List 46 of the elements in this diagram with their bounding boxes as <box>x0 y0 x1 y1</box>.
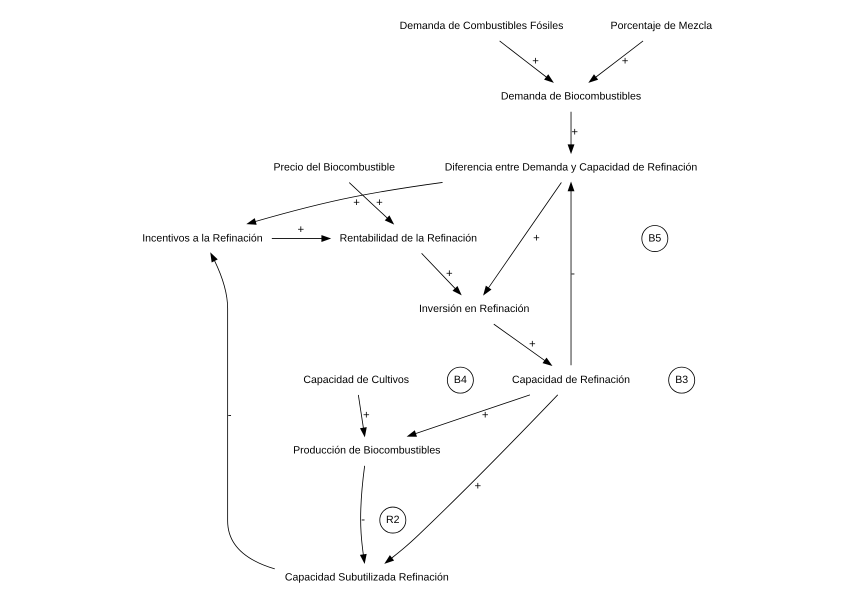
arrow <box>348 182 394 225</box>
node-text: Diferencia entre Demanda y Capacidad de Refinación <box>444 162 698 174</box>
edge-label: - <box>361 514 366 526</box>
node-text: Precio del Biocombustible <box>273 162 396 174</box>
node-text: Porcentaje de Mezcla <box>610 20 712 32</box>
edge-label: + <box>298 224 304 236</box>
arrow <box>568 181 574 366</box>
arrow <box>406 394 530 437</box>
edge-label: + <box>622 56 628 68</box>
node-text: Demanda de Combustibles Fósiles <box>400 20 564 32</box>
arrow <box>568 111 574 154</box>
edge-label: + <box>353 197 360 210</box>
arrow <box>384 394 558 564</box>
arrow <box>493 324 552 366</box>
node-text: Capacidad de Refinación <box>512 374 630 386</box>
edge-label: - <box>228 410 232 422</box>
node-text: Demanda de Biocombustibles <box>500 90 642 103</box>
edge-label: + <box>533 232 540 245</box>
arrow <box>210 252 276 570</box>
node-circle: B5 <box>641 225 668 252</box>
edge-label: + <box>532 56 539 68</box>
edge-label: + <box>376 197 383 210</box>
node-circle: R2 <box>379 506 406 534</box>
node-circle: B3 <box>668 366 696 394</box>
arrow <box>499 40 554 83</box>
arrow <box>360 465 367 564</box>
node-text: Rentabilidad de la Refinación <box>340 232 477 244</box>
arrow <box>246 182 443 225</box>
arrow <box>483 182 562 296</box>
edge-label: + <box>571 126 578 138</box>
node-text: Capacidad de Cultivos <box>303 374 410 386</box>
arrow <box>358 394 367 438</box>
node-text: Producción de Biocombustibles <box>293 444 440 457</box>
node-text: Capacidad Subutilizada Refinación <box>284 572 449 584</box>
node-text: Inversión en Refinación <box>419 303 530 316</box>
arrow <box>588 40 644 83</box>
arrow <box>271 235 332 242</box>
node-text: Incentivos a la Refinación <box>142 232 263 244</box>
node-circle: B4 <box>446 366 474 394</box>
arrow <box>421 252 462 296</box>
edge-label: - <box>571 268 575 280</box>
edge-label: + <box>446 268 453 280</box>
edge-label: + <box>482 410 489 422</box>
edge-label: + <box>363 410 370 422</box>
edge-label: + <box>474 480 482 492</box>
edge-label: + <box>529 338 536 351</box>
